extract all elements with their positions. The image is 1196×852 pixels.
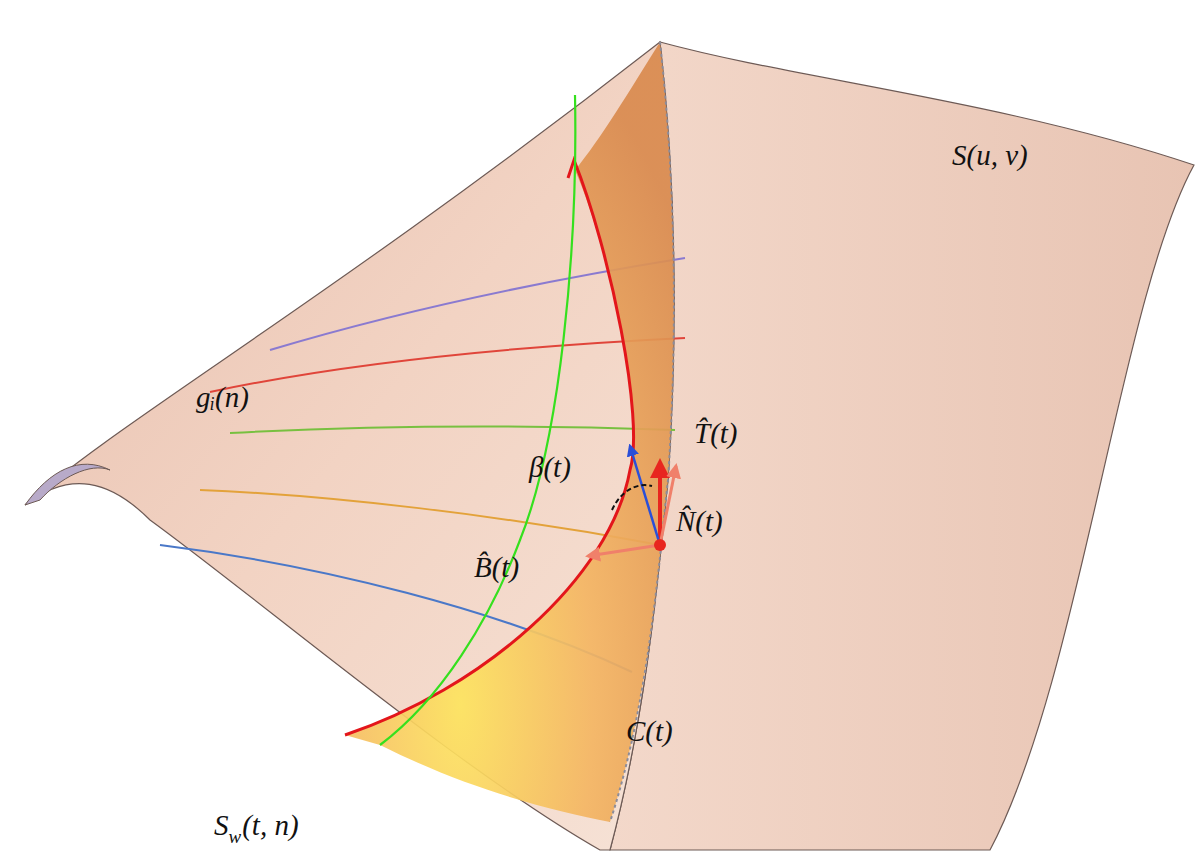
- math-label: T̂(t): [694, 418, 738, 450]
- math-label: S: [214, 810, 229, 842]
- math-label: (t, n): [242, 810, 298, 842]
- math-label: gᵢ(n): [196, 382, 249, 414]
- math-label: N̂(t): [676, 506, 723, 538]
- math-label: S(u, v): [952, 140, 1028, 172]
- math-label: β(t): [529, 452, 571, 484]
- math-label: w: [229, 827, 242, 848]
- math-label: C(t): [626, 716, 673, 748]
- math-label: B̂(t): [474, 552, 519, 584]
